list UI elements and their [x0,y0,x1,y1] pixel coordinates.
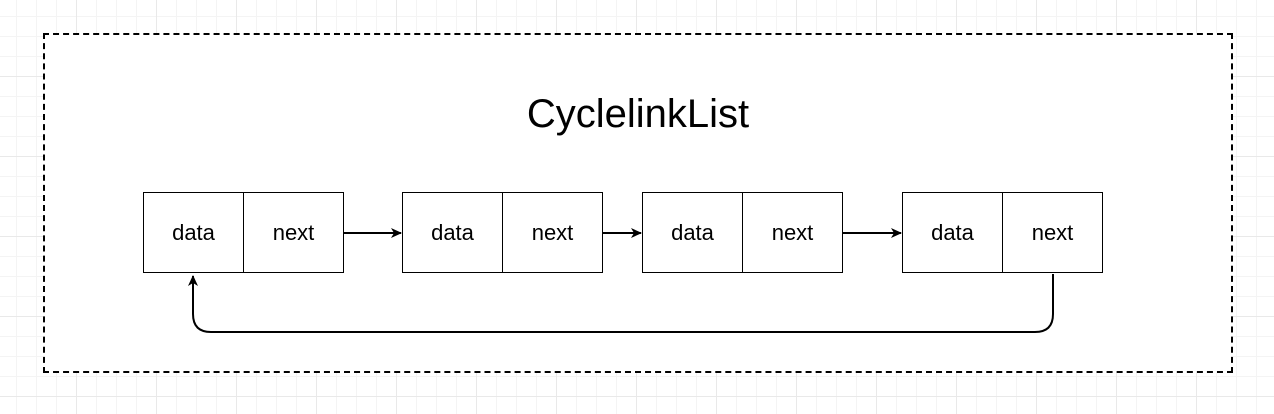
edge-arrow-cycle-back [188,274,1054,333]
node-data-cell: data [172,219,215,245]
node-next-cell: next [1002,193,1102,272]
list-node-4[interactable]: data next [902,192,1103,273]
node-next-cell: next [243,193,343,272]
node-next-cell: next [502,193,602,272]
node-data-cell: data [931,219,974,245]
node-data-cell: data [671,219,714,245]
diagram-title: CyclelinkList [526,92,750,136]
list-node-3[interactable]: data next [642,192,843,273]
node-data-cell: data [431,219,474,245]
list-node-2[interactable]: data next [402,192,603,273]
list-node-1[interactable]: data next [143,192,344,273]
node-next-cell: next [742,193,842,272]
